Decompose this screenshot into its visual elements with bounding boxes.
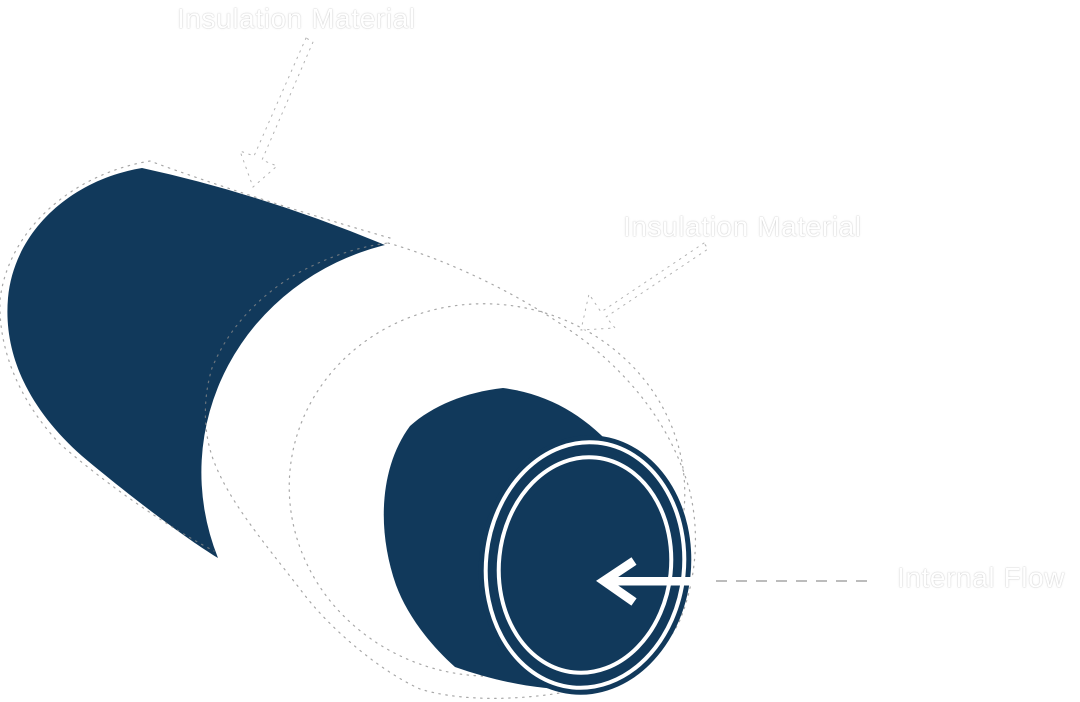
pipe-wall-outer-ring [483,440,687,690]
pipe-wall-inner-ring [496,455,674,675]
flow-arrow-shaft [607,577,713,586]
inner-pipe-face [478,435,692,695]
label-internal-flow: Internal Flow [897,562,1066,593]
label-insulation-material-top: Insulation Material [177,3,416,34]
flow-arrow-head-icon [596,557,637,606]
insulation-leader-arrow-top [239,37,314,188]
outer-casing-dotted-outline [0,160,391,552]
casing-cut-dotted-ellipse [204,242,697,699]
outer-casing-shape [7,168,386,558]
insulation-leader-arrow-middle [580,242,709,331]
label-insulation-material-middle: Insulation Material [623,211,862,242]
